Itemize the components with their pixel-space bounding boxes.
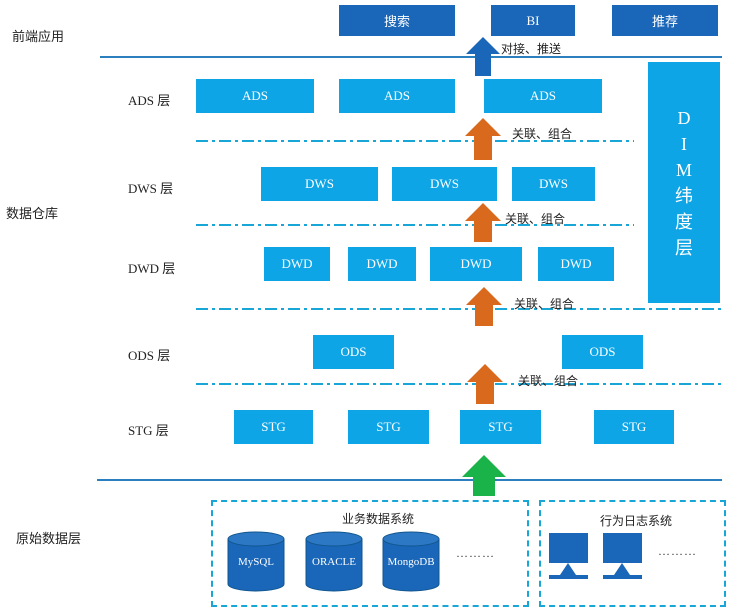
up-arrow-green — [462, 455, 506, 496]
database-icon — [305, 531, 363, 592]
monitor-icon — [603, 533, 642, 579]
layer-label-ods: ODS 层 — [128, 348, 171, 363]
dashed-separator — [196, 308, 722, 310]
log-system-group — [539, 500, 726, 607]
monitor-icon — [549, 533, 588, 579]
dwd-box: DWD — [348, 247, 416, 281]
dashed-separator — [196, 140, 634, 142]
dim-char: 纬 — [675, 185, 693, 206]
database-label-mysql: MySQL — [237, 556, 275, 568]
separator-raw — [97, 479, 722, 481]
ads-box: ADS — [484, 79, 602, 113]
arrow-label-relate: 关联、组合 — [505, 212, 566, 226]
arrow-label-relate: 关联、组合 — [514, 297, 575, 311]
layer-label-dwd: DWD 层 — [128, 261, 176, 276]
dwd-box: DWD — [430, 247, 522, 281]
dws-box: DWS — [512, 167, 595, 201]
dim-char: 层 — [675, 237, 693, 258]
layer-label-ads: ADS 层 — [128, 93, 171, 108]
ads-box: ADS — [196, 79, 314, 113]
dim-char: I — [681, 133, 687, 154]
log-system-title: 行为日志系统 — [600, 514, 673, 528]
separator-frontend — [100, 56, 722, 58]
business-system-title: 业务数据系统 — [342, 512, 415, 526]
arrow-label-push: 对接、推送 — [501, 42, 562, 56]
dashed-separator — [196, 383, 722, 385]
dws-box: DWS — [392, 167, 497, 201]
business-more-ellipsis: ……… — [456, 546, 495, 560]
up-arrow-blue — [466, 37, 500, 76]
ads-box: ADS — [339, 79, 455, 113]
stg-box: STG — [234, 410, 313, 444]
arrow-label-relate: 关联、组合 — [518, 374, 579, 388]
log-more-ellipsis: ……… — [658, 544, 697, 558]
database-icon — [382, 531, 440, 592]
stg-box: STG — [594, 410, 674, 444]
business-system-group — [211, 500, 529, 607]
dim-layer-box: D I M 纬 度 层 — [648, 62, 720, 303]
dim-char: D — [677, 107, 691, 128]
dws-box: DWS — [261, 167, 378, 201]
dim-char: 度 — [675, 211, 693, 232]
database-icon — [227, 531, 285, 592]
up-arrow-orange — [467, 364, 503, 404]
dwd-box: DWD — [538, 247, 614, 281]
ods-box: ODS — [313, 335, 394, 369]
layer-label-warehouse: 数据仓库 — [6, 206, 59, 221]
frontend-box-search: 搜索 — [339, 5, 455, 36]
stg-box: STG — [348, 410, 429, 444]
layer-label-dws: DWS 层 — [128, 181, 174, 196]
ods-box: ODS — [562, 335, 643, 369]
up-arrow-orange — [466, 287, 502, 326]
frontend-box-bi: BI — [491, 5, 575, 36]
layer-label-frontend: 前端应用 — [12, 29, 65, 44]
up-arrow-orange — [465, 118, 501, 160]
database-label-mongodb: MongoDB — [387, 556, 435, 568]
up-arrow-orange — [465, 203, 501, 242]
layer-label-raw: 原始数据层 — [16, 531, 82, 546]
stg-box: STG — [460, 410, 541, 444]
dwd-box: DWD — [264, 247, 330, 281]
database-label-oracle: ORACLE — [312, 556, 356, 568]
arrow-label-relate: 关联、组合 — [512, 127, 573, 141]
layer-label-stg: STG 层 — [128, 423, 169, 438]
dim-char: M — [675, 159, 692, 180]
frontend-box-recommend: 推荐 — [612, 5, 718, 36]
dashed-separator — [196, 224, 634, 226]
